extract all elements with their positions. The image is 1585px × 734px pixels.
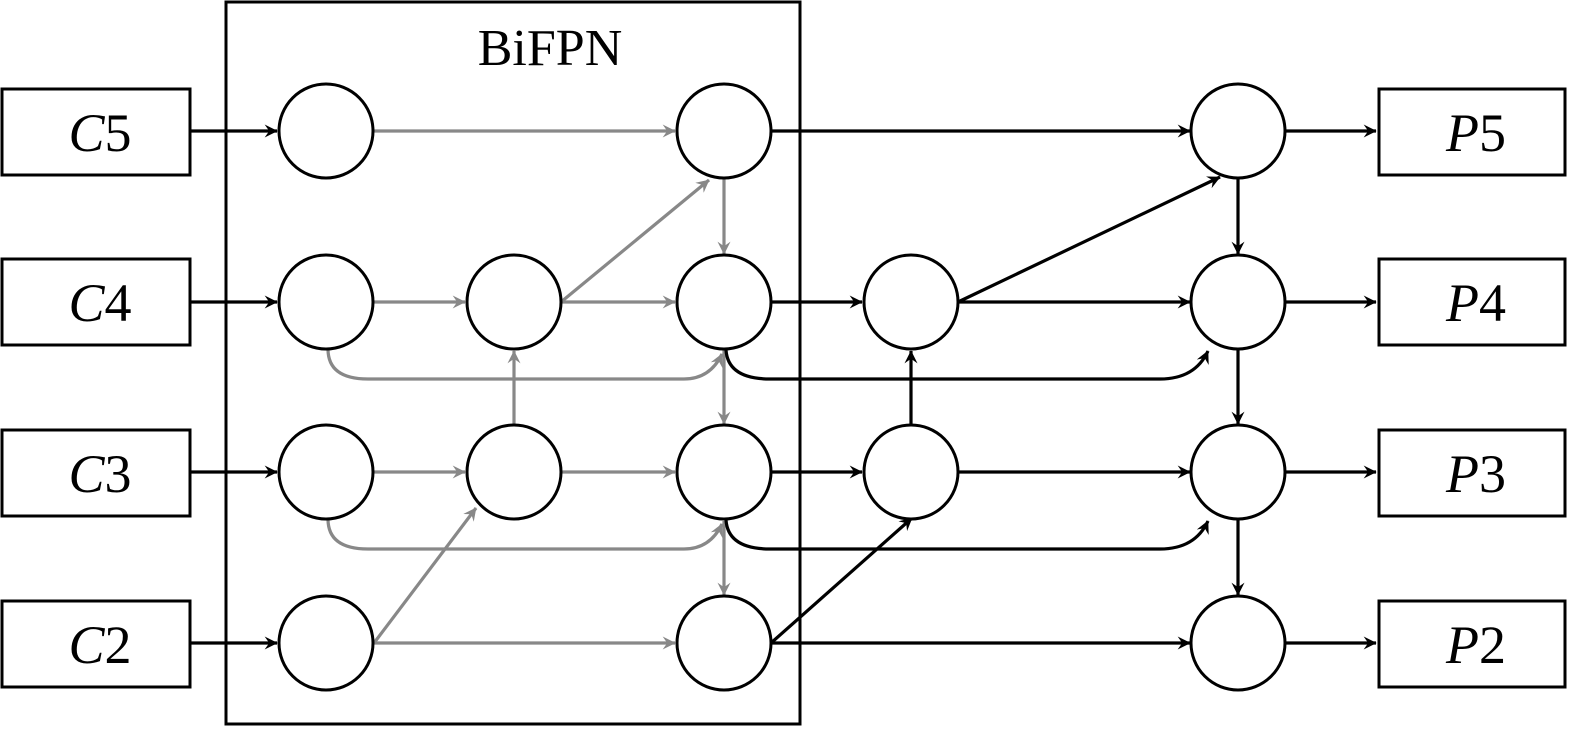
bifpn-node-l3 [277,423,375,521]
bifpn-node-m3 [465,423,563,521]
edge-bifpn-m4-to-r5 [559,178,711,304]
bifpn-title: BiFPN [478,20,623,77]
bifpn-node-r4 [675,253,773,351]
bifpn-node-r5 [675,82,773,180]
node-o5 [1189,82,1287,180]
node-o3 [1189,423,1287,521]
bifpn-node-m4 [465,253,563,351]
nodes [277,82,1287,692]
input-label-c3: C3 [68,444,131,504]
node-o4 [1189,253,1287,351]
output-label-p5: P5 [1445,103,1506,163]
output-box-p2: P2 [1377,599,1567,689]
input-label-c4: C4 [68,273,131,333]
input-box-c2: C2 [0,599,192,689]
input-label-c5: C5 [68,103,131,163]
edge-bifpn-l4-skip-to-r4 [326,348,724,381]
edge-r4-skip-to-o4 [724,349,1210,381]
input-box-c4: C4 [0,257,192,347]
bifpn-node-r3 [675,423,773,521]
input-label-c2: C2 [68,615,131,675]
output-box-p5: P5 [1377,87,1567,177]
edge-bifpn-l2-to-m3 [372,507,478,644]
edge-r3-skip-to-o3 [724,519,1210,551]
output-label-p2: P2 [1445,615,1506,675]
output-label-p4: P4 [1445,273,1506,333]
edges [190,124,1377,650]
node-x3 [862,423,960,521]
bifpn-node-l5 [277,82,375,180]
bifpn-node-r2 [675,594,773,692]
edge-bifpn-l3-skip-to-r3 [326,518,724,551]
output-box-p3: P3 [1377,428,1567,518]
node-o2 [1189,594,1287,692]
bifpn-node-l2 [277,594,375,692]
bifpn-node-l4 [277,253,375,351]
edge-r2-to-x3 [769,516,914,645]
bifpn-module-frame [224,0,802,726]
edge-x4-to-o5 [957,175,1221,304]
output-box-p4: P4 [1377,257,1567,347]
output-label-p3: P3 [1445,444,1506,504]
input-box-c5: C5 [0,87,192,177]
input-box-c3: C3 [0,428,192,518]
node-x4 [862,253,960,351]
